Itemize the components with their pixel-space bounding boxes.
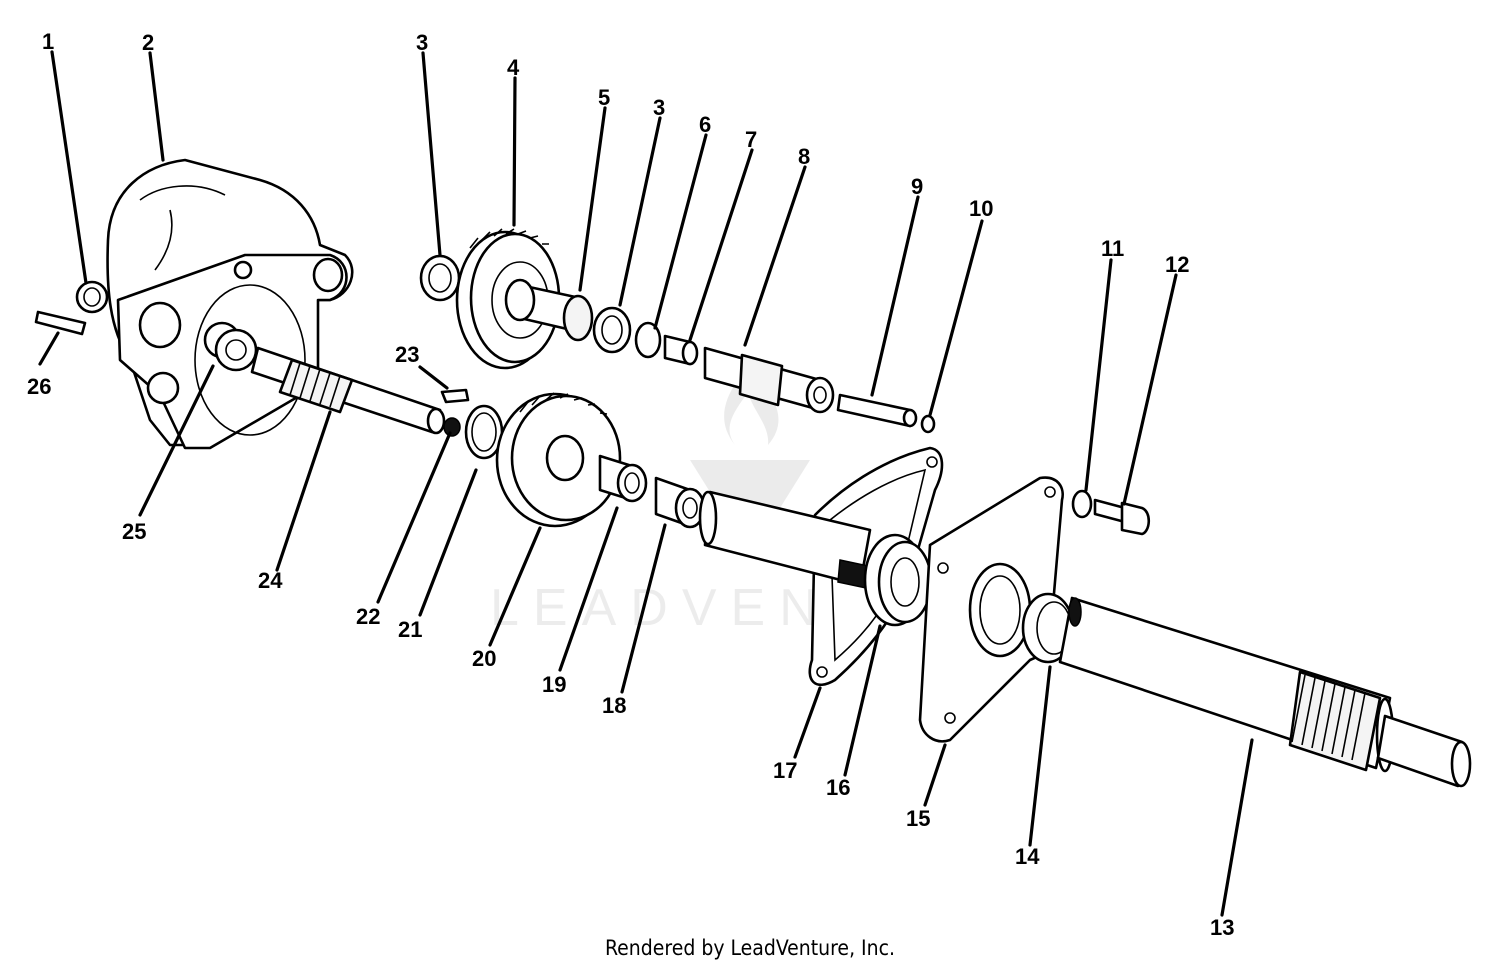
callout-20: 20	[472, 646, 496, 671]
callout-23: 23	[395, 342, 419, 367]
part-output-shaft	[698, 490, 872, 589]
part-gear-4	[455, 228, 594, 370]
callout-24: 24	[258, 568, 283, 593]
part-lockwasher-11	[1071, 489, 1093, 519]
part-bushing-18	[654, 476, 706, 529]
callout-11: 11	[1101, 236, 1124, 261]
part-washer-3b	[592, 306, 632, 354]
part-seal-14	[1021, 592, 1075, 664]
callout-12: 12	[1165, 252, 1189, 277]
callout-14: 14	[1015, 844, 1040, 869]
callout-15: 15	[906, 806, 930, 831]
part-shaft-13	[1058, 596, 1472, 788]
callout-6: 6	[699, 112, 711, 137]
part-bearing-16	[863, 533, 933, 627]
part-key-26	[34, 310, 87, 336]
part-bearing-19	[598, 454, 648, 503]
footer-credit: Rendered by LeadVenture, Inc.	[605, 936, 895, 960]
callout-25: 25	[122, 519, 146, 544]
part-bolt-12	[1093, 498, 1151, 536]
callout-4: 4	[507, 55, 520, 80]
callout-7: 7	[745, 127, 757, 152]
callout-17: 17	[773, 758, 797, 783]
callout-13: 13	[1210, 915, 1234, 940]
part-key-23	[440, 388, 470, 404]
callout-9: 9	[911, 174, 923, 199]
callout-labels: 1 2 3 4 5 3 6 7 8 9 10 11 12 13 14 15 16…	[27, 29, 1234, 940]
part-gear-20	[495, 392, 622, 528]
callout-19: 19	[542, 672, 566, 697]
callout-10: 10	[969, 196, 993, 221]
callout-8: 8	[798, 144, 810, 169]
part-ring-6	[634, 321, 662, 359]
callout-5: 5	[598, 85, 610, 110]
part-bushing-25	[203, 321, 258, 372]
leader-lines	[38, 50, 1254, 917]
callout-3a: 3	[416, 30, 428, 55]
part-spacer-7	[663, 334, 699, 366]
part-pin-9	[836, 393, 918, 428]
callout-18: 18	[602, 693, 626, 718]
callout-1: 1	[42, 29, 54, 54]
callout-21: 21	[398, 617, 422, 642]
part-clip-10	[920, 414, 936, 434]
callout-16: 16	[826, 775, 850, 800]
part-input-shaft-24	[250, 346, 446, 435]
callout-2: 2	[142, 30, 154, 55]
part-washer-3a	[419, 254, 461, 302]
callout-3b: 3	[653, 95, 665, 120]
part-cover-plate-15	[918, 476, 1064, 743]
part-seal-1	[75, 280, 109, 314]
part-pinion-8	[703, 346, 835, 414]
callout-26: 26	[27, 374, 51, 399]
callout-22: 22	[356, 604, 380, 629]
part-bearing-22	[443, 417, 461, 437]
